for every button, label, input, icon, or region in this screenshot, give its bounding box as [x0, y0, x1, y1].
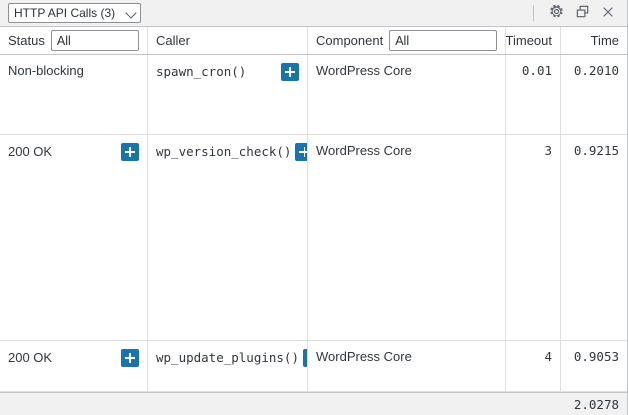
- table-header-row: Status All Caller Component All Timeout …: [0, 27, 627, 55]
- close-icon: [601, 5, 615, 22]
- timeout-value: 3: [544, 143, 552, 158]
- footer-cell-component: [308, 393, 506, 415]
- component-text: WordPress Core: [316, 349, 412, 364]
- footer-total-time: 2.0278: [573, 396, 619, 412]
- table-row: Non-blocking spawn_cron() WordPress Core…: [0, 55, 627, 135]
- toolbar-divider: [533, 5, 534, 21]
- status-text: 200 OK: [8, 350, 53, 365]
- cell-time: 0.9053: [561, 341, 627, 391]
- footer-cell-status: [0, 393, 148, 415]
- column-header-timeout: Timeout: [506, 27, 561, 54]
- status-expand-toggle[interactable]: [121, 143, 139, 161]
- column-header-component: Component All: [308, 27, 506, 54]
- caller-expand-toggle[interactable]: [295, 143, 307, 161]
- cell-timeout: 0.01: [506, 55, 561, 134]
- component-text: WordPress Core: [316, 143, 412, 158]
- time-value: 0.2010: [573, 63, 619, 78]
- caller-text: wp_version_check(): [156, 144, 292, 159]
- timeout-value: 4: [544, 349, 552, 364]
- cell-timeout: 3: [506, 135, 561, 340]
- cell-time: 0.9215: [561, 135, 627, 340]
- column-label-component: Component: [316, 33, 384, 48]
- footer-cell-time: 2.0278: [561, 393, 627, 415]
- panel-selector[interactable]: HTTP API Calls (3): [8, 3, 141, 23]
- cell-status: 200 OK: [0, 341, 148, 391]
- component-text: WordPress Core: [316, 63, 412, 78]
- status-text: Non-blocking: [8, 63, 84, 78]
- caller-expand-toggle[interactable]: [281, 63, 299, 81]
- cell-component: WordPress Core: [308, 55, 506, 134]
- restore-window-icon: [575, 4, 590, 22]
- cell-component: WordPress Core: [308, 341, 506, 391]
- time-value: 0.9215: [573, 143, 619, 158]
- caller-expand-toggle[interactable]: [303, 349, 307, 367]
- footer-cell-timeout: [506, 393, 561, 415]
- timeout-value: 0.01: [521, 63, 552, 78]
- time-value: 0.9053: [573, 349, 619, 364]
- restore-window-button[interactable]: [569, 2, 595, 24]
- column-label-status: Status: [8, 33, 45, 48]
- cell-time: 0.2010: [561, 55, 627, 134]
- cell-caller: wp_update_plugins(): [148, 341, 308, 391]
- table-footer-row: 2.0278: [0, 393, 627, 415]
- column-label-timeout: Timeout: [506, 33, 552, 48]
- panel-toolbar: HTTP API Calls (3): [0, 0, 627, 27]
- status-expand-toggle[interactable]: [121, 349, 139, 367]
- column-label-caller: Caller: [156, 33, 190, 48]
- column-header-caller: Caller: [148, 27, 308, 54]
- table-filler-row: [0, 392, 627, 393]
- footer-cell-caller: [148, 393, 308, 415]
- close-button[interactable]: [595, 2, 621, 24]
- caller-text: spawn_cron(): [156, 64, 247, 79]
- gear-icon: [549, 4, 564, 22]
- component-filter-select[interactable]: All: [389, 30, 497, 51]
- cell-caller: spawn_cron(): [148, 55, 308, 134]
- cell-status: Non-blocking: [0, 55, 148, 134]
- column-header-time: Time: [561, 27, 627, 54]
- panel-selector-wrap: HTTP API Calls (3): [8, 3, 141, 23]
- status-filter-select[interactable]: All: [50, 30, 139, 51]
- column-header-status: Status All: [0, 27, 148, 54]
- table-row: 200 OK wp_version_check() WordPress Core…: [0, 135, 627, 341]
- column-label-time: Time: [590, 33, 619, 48]
- cell-component: WordPress Core: [308, 135, 506, 340]
- cell-status: 200 OK: [0, 135, 148, 340]
- caller-text: wp_update_plugins(): [156, 350, 299, 365]
- table-row: 200 OK wp_update_plugins() WordPress Cor…: [0, 341, 627, 392]
- status-text: 200 OK: [8, 144, 53, 159]
- http-api-calls-table: Status All Caller Component All Timeout …: [0, 27, 627, 415]
- cell-timeout: 4: [506, 341, 561, 391]
- settings-button[interactable]: [543, 2, 569, 24]
- cell-caller: wp_version_check(): [148, 135, 308, 340]
